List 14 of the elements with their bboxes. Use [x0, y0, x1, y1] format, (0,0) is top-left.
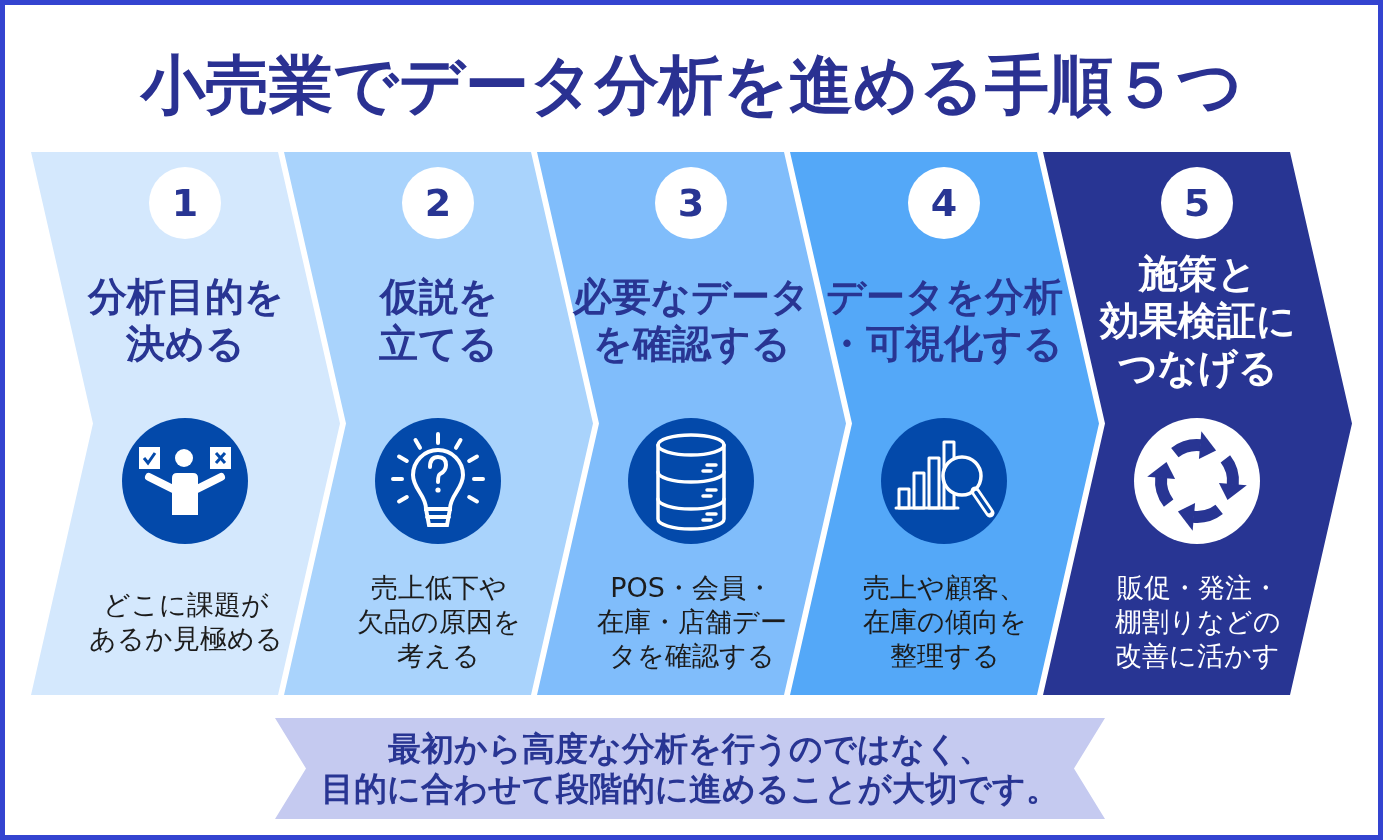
- step-description: 売上や顧客、在庫の傾向を整理する: [862, 571, 1027, 673]
- step-description: POS・会員・在庫・店舗データを確認する: [596, 571, 787, 673]
- step-description: どこに課題があるか見極める: [88, 588, 283, 656]
- banner-text: 最初から高度な分析を行うのではなく、目的に合わせて段階的に進めることが大切です。: [321, 728, 1059, 809]
- step-heading: データを分析・可視化する: [826, 273, 1063, 367]
- step-description: 売上低下や欠品の原因を考える: [356, 571, 521, 673]
- title: 小売業でデータ分析を進める手順５つ: [139, 47, 1244, 124]
- step-heading: 分析目的を決める: [87, 273, 284, 367]
- step-heading: 施策と効果検証につなげる: [1099, 249, 1296, 391]
- step-description: 販促・発注・棚割りなどの改善に活かす: [1114, 571, 1281, 673]
- ribbon-banner: [275, 718, 1105, 819]
- step-heading: 仮説を立てる: [379, 273, 498, 367]
- step-heading: 必要なデータを確認する: [573, 273, 810, 367]
- chevron: [31, 152, 340, 695]
